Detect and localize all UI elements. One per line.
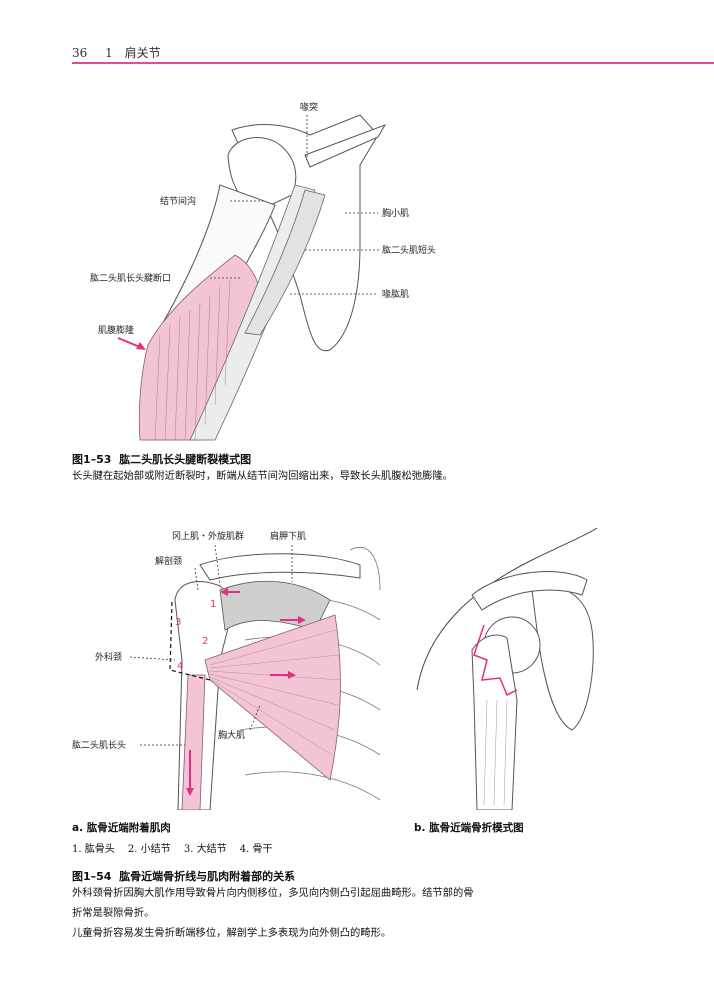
clavicle-outline bbox=[304, 124, 387, 168]
figure-54b-illustration bbox=[416, 527, 598, 810]
num-3: 3 bbox=[175, 617, 181, 628]
figure-54a-label: a. 肱骨近端附着肌肉 bbox=[72, 822, 171, 834]
figure-53-caption-text: 长头腱在起始部或附近断裂时，断端从结节间沟回缩出来，导致长头肌腹松弛膨隆。 bbox=[72, 470, 453, 482]
label-anatomical-neck: 解剖颈 bbox=[155, 555, 182, 567]
figure-53-title: 肱二头肌长头腱断裂模式图 bbox=[119, 453, 252, 466]
header-rule bbox=[72, 62, 714, 64]
figure-54b-label: b. 肱骨近端骨折模式图 bbox=[414, 822, 524, 834]
figure-54a-illustration: 1 2 3 4 冈上肌・外旋肌群 肩胛下肌 解剖颈 外科颈 胸大肌 肱二头肌长头 bbox=[72, 530, 381, 810]
clavicle-acromion bbox=[199, 553, 361, 581]
figure-53-number: 图1–53 bbox=[72, 453, 112, 466]
coracobrachialis-muscle bbox=[244, 189, 326, 336]
rotator-cuff-muscles bbox=[219, 580, 331, 631]
figure-53-caption-title: 图1–53 肱二头肌长头腱断裂模式图 bbox=[72, 451, 251, 467]
chapter-number: 1 bbox=[105, 46, 113, 60]
label-muscle-bulge: 肌腹膨隆 bbox=[98, 324, 134, 336]
fracture-line bbox=[169, 601, 211, 681]
figure-54-caption-text: 外科颈骨折因胸大肌作用导致骨片向内侧移位，多见向内侧凸引起屈曲畸形。结节部的骨 … bbox=[72, 883, 474, 943]
bulge-arrow-icon bbox=[117, 337, 146, 350]
legend-item: 2. 小结节 bbox=[127, 844, 171, 855]
label-coracoid: 喙突 bbox=[300, 101, 318, 113]
figure-54a-legend: 1. 肱骨头 2. 小结节 3. 大结节 4. 骨干 bbox=[72, 840, 283, 855]
caption-line: 外科颈骨折因胸大肌作用导致骨片向内侧移位，多见向内侧凸引起屈曲畸形。结节部的骨 bbox=[72, 887, 474, 899]
muscle-fibers bbox=[154, 279, 231, 441]
label-pec-minor: 胸小肌 bbox=[382, 207, 409, 219]
displacement-arrows-icon bbox=[186, 588, 306, 796]
running-header: 36 1 肩关节 bbox=[72, 44, 161, 61]
leader-lines bbox=[210, 115, 380, 295]
label-biceps-long: 肱二头肌长头 bbox=[72, 739, 126, 751]
label-pec-major: 胸大肌 bbox=[218, 729, 245, 741]
label-groove: 结节间沟 bbox=[160, 195, 196, 207]
figure-54a-leaders bbox=[129, 544, 293, 746]
bone-shading bbox=[483, 699, 508, 806]
num-4: 4 bbox=[177, 661, 183, 672]
figure-54-title: 肱骨近端骨折线与肌肉附着部的关系 bbox=[119, 870, 296, 883]
legend-item: 1. 肱骨头 bbox=[72, 844, 115, 855]
label-surgical-neck: 外科颈 bbox=[95, 651, 122, 663]
page-number: 36 bbox=[72, 46, 88, 60]
label-biceps-short: 肱二头肌短头 bbox=[382, 244, 436, 256]
figure-54-caption-title: 图1–54 肱骨近端骨折线与肌肉附着部的关系 bbox=[72, 868, 295, 884]
label-biceps-long-rupture: 肱二头肌长头腱断口 bbox=[90, 272, 171, 284]
legend-item: 4. 骨干 bbox=[239, 844, 273, 855]
label-subscapularis: 肩胛下肌 bbox=[270, 530, 306, 542]
biceps-long-strip bbox=[181, 674, 206, 810]
figure-53-illustration: 喙突 结节间沟 胸小肌 肱二头肌短头 肱二头肌长头腱断口 喙肱肌 肌腹膨隆 bbox=[90, 101, 436, 441]
fracture-line-b bbox=[473, 624, 518, 697]
body-outline bbox=[416, 527, 598, 691]
acromion-b bbox=[471, 571, 588, 611]
num-1: 1 bbox=[210, 599, 216, 610]
scapula-b bbox=[531, 586, 594, 731]
legend-item: 3. 大结节 bbox=[183, 844, 227, 855]
figure-54-number: 图1–54 bbox=[72, 870, 112, 883]
chapter-title: 肩关节 bbox=[124, 46, 161, 60]
pec-major-muscle bbox=[204, 614, 341, 781]
caption-line: 折常是裂隙骨折。 bbox=[72, 907, 155, 919]
label-supraspinatus-group: 冈上肌・外旋肌群 bbox=[172, 530, 244, 542]
num-2: 2 bbox=[202, 636, 208, 647]
label-coracobrachialis: 喙肱肌 bbox=[382, 288, 409, 300]
caption-line: 儿童骨折容易发生骨折断端移位，解剖学上多表现为向外侧凸的畸形。 bbox=[72, 927, 392, 939]
